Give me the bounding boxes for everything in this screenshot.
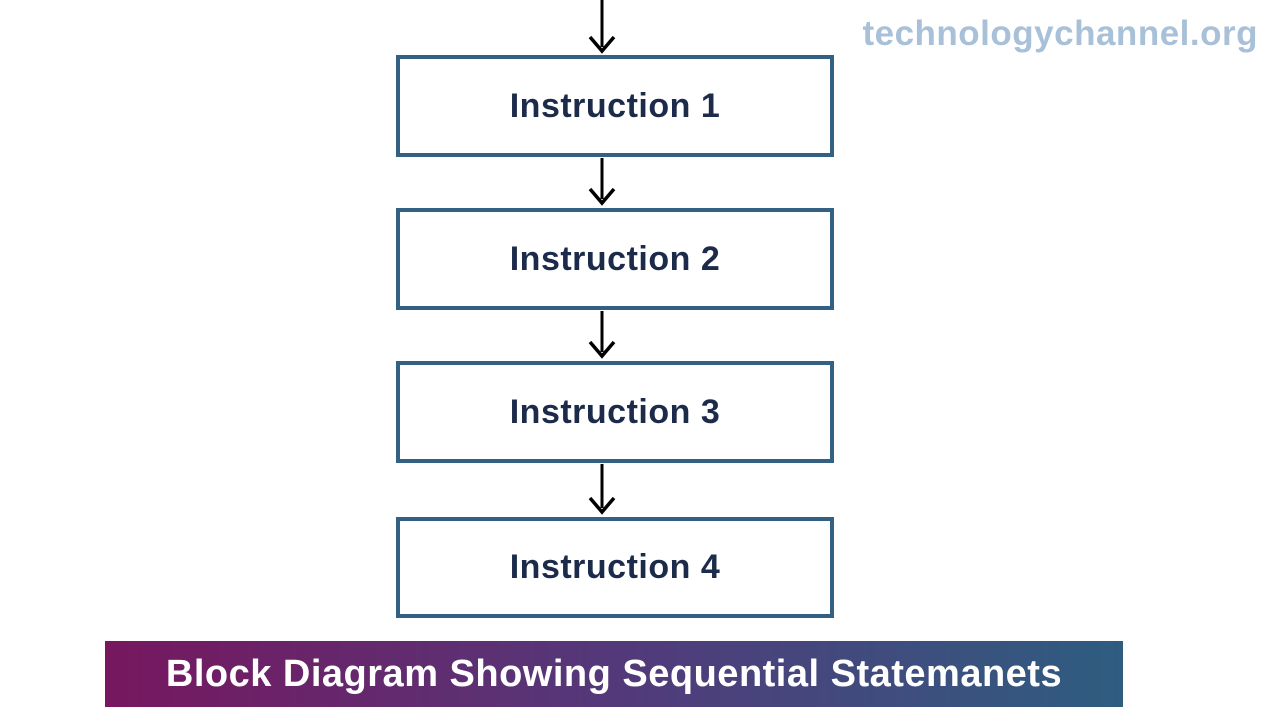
- caption-bar: Block Diagram Showing Sequential Statema…: [105, 641, 1123, 707]
- instruction-box-label: Instruction 3: [509, 392, 721, 431]
- instruction-box-2: Instruction 2: [396, 208, 834, 310]
- instruction-box-1: Instruction 1: [396, 55, 834, 157]
- instruction-box-label: Instruction 4: [509, 548, 721, 586]
- arrow-down-icon: [588, 0, 616, 54]
- arrow-down-icon: [588, 158, 616, 206]
- instruction-box-label: Instruction 2: [509, 239, 721, 278]
- watermark-text: technologychannel.org: [862, 14, 1258, 53]
- instruction-box-4: Instruction 4: [396, 517, 834, 618]
- caption-text: Block Diagram Showing Sequential Statema…: [165, 652, 1063, 695]
- arrow-down-icon: [588, 311, 616, 359]
- instruction-box-3: Instruction 3: [396, 361, 834, 463]
- arrow-down-icon: [588, 464, 616, 515]
- instruction-box-label: Instruction 1: [509, 86, 721, 125]
